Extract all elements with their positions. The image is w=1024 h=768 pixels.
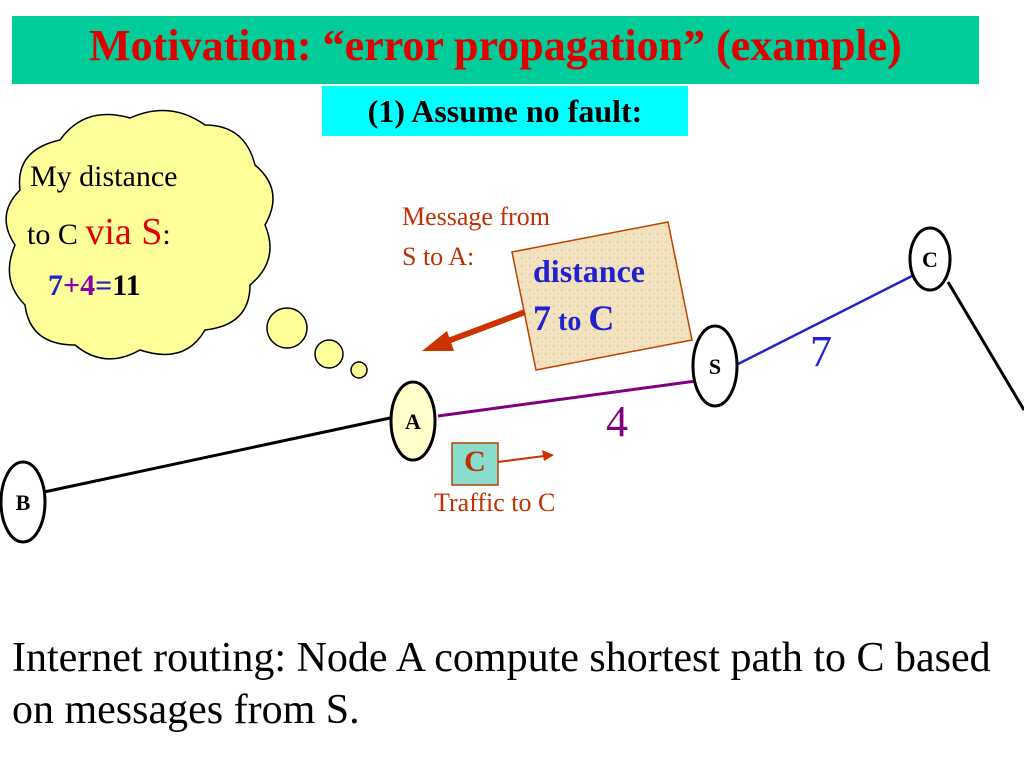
message-note <box>511 221 693 371</box>
edge-b-a <box>43 416 391 494</box>
traffic-arrow <box>497 450 554 463</box>
thought-calculation: 7+4=11 <box>48 271 141 301</box>
calc-plus: + <box>63 269 81 302</box>
message-label-line-2: S to A: <box>402 242 475 271</box>
edge-a-s-weight: 4 <box>606 397 628 446</box>
node-b-label: B <box>15 490 31 515</box>
message-arrow <box>422 309 527 351</box>
note-destination: C <box>588 298 615 338</box>
traffic-packet <box>451 442 499 486</box>
note-distance-value: 7 <box>533 298 551 338</box>
node-c-label: C <box>922 247 938 272</box>
node-s <box>691 324 739 408</box>
calc-result: 11 <box>112 269 141 302</box>
thought-cloud <box>5 109 368 379</box>
thought-bubble-dot <box>314 339 344 369</box>
thought-line-1: My distance <box>30 160 178 193</box>
slide-subtitle: (1) Assume no fault: <box>367 93 643 129</box>
edge-s-c-weight: 7 <box>810 327 832 376</box>
thought-colon: : <box>162 218 171 251</box>
traffic-packet-label: C <box>464 445 486 478</box>
thought-to-c: to C <box>27 218 78 251</box>
edge-c-offscreen <box>946 281 1024 411</box>
edge-a-s <box>437 379 697 418</box>
node-b <box>0 460 47 544</box>
slide-title: Motivation: “error propagation” (example… <box>89 21 902 70</box>
message-label-line-1: Message from <box>402 202 551 231</box>
traffic-label: Traffic to C <box>434 488 556 517</box>
calc-value-7: 7 <box>48 269 63 302</box>
calc-value-4: 4 <box>80 269 96 302</box>
thought-bubble-dot <box>350 361 368 379</box>
calc-equals: = <box>95 269 113 302</box>
note-distance: distance <box>533 253 645 289</box>
note-7-to-c: 7 to C <box>533 300 614 336</box>
node-a <box>389 380 437 462</box>
thought-line-2: to C via S: <box>27 213 171 251</box>
note-to: to <box>551 306 589 337</box>
subtitle-banner <box>322 86 688 136</box>
title-banner <box>12 16 979 84</box>
node-c <box>908 226 952 292</box>
node-s-label: S <box>708 354 722 379</box>
node-a-label: A <box>405 409 421 434</box>
thought-via-s: via S <box>85 211 163 253</box>
edge-s-c <box>735 274 913 367</box>
slide-caption: Internet routing: Node A compute shortes… <box>12 635 991 733</box>
thought-bubble-dot <box>266 307 308 349</box>
